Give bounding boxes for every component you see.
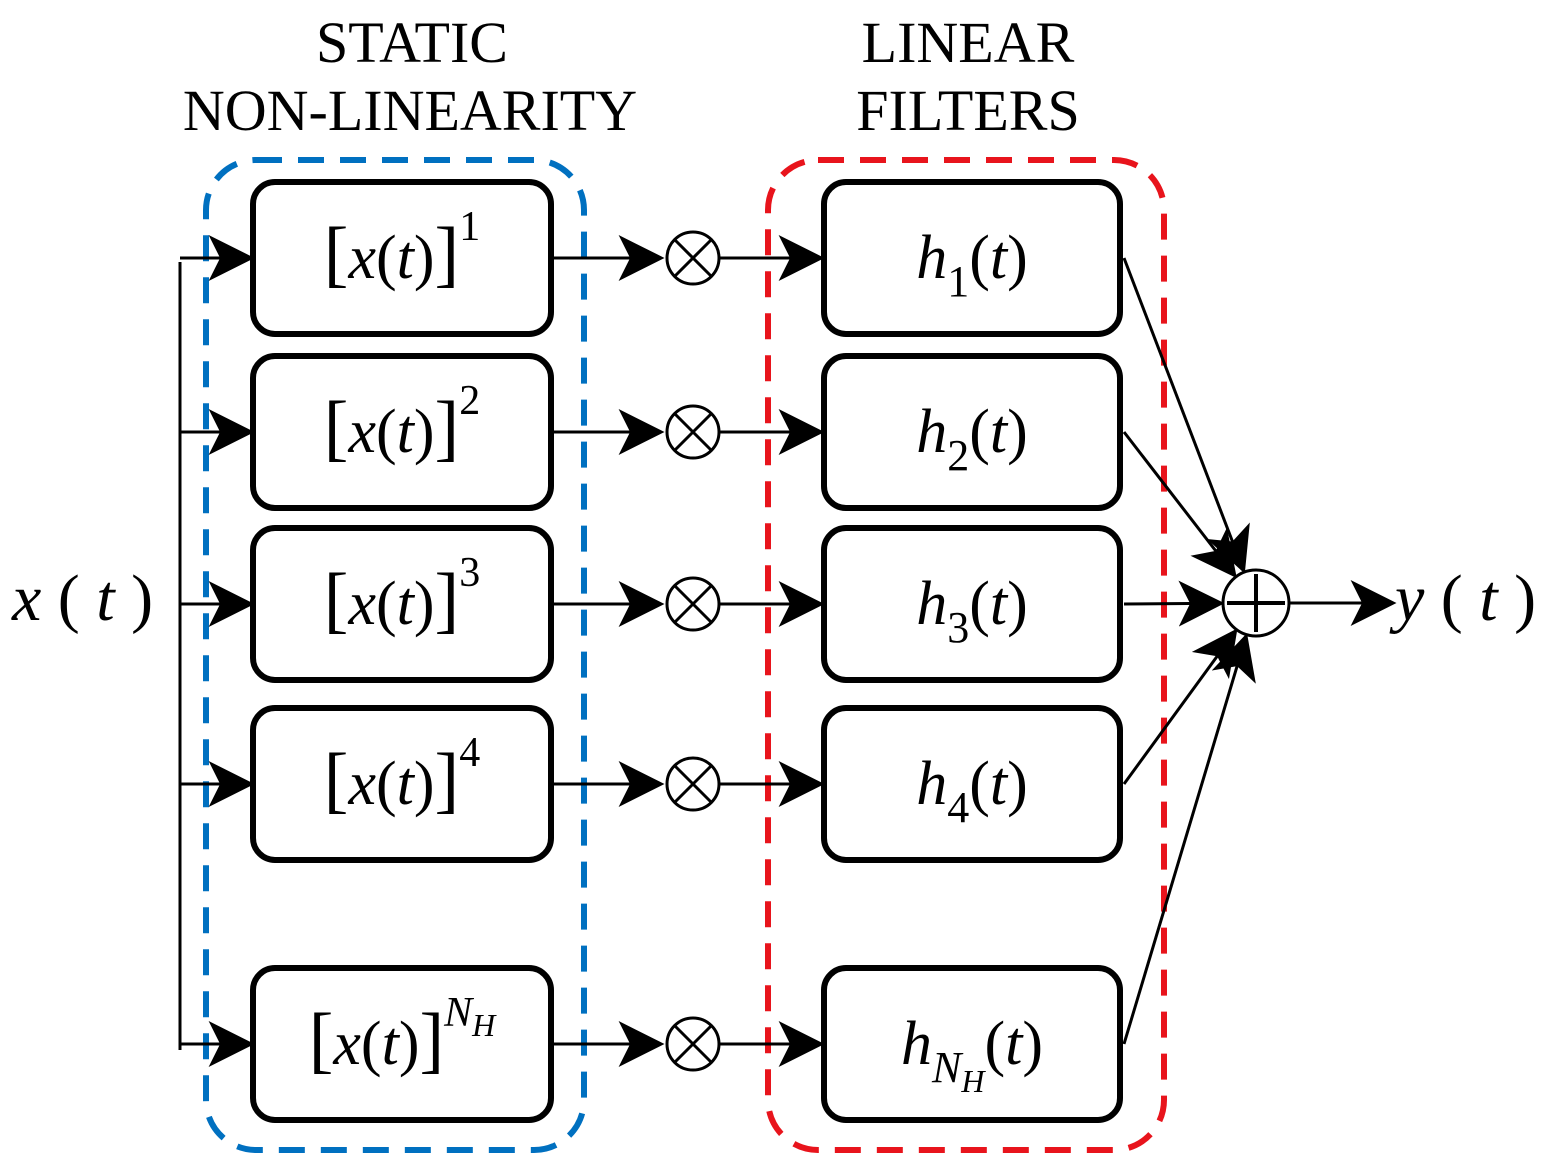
linear-filters-header: LINEAR FILTERS (856, 10, 1079, 143)
static-nonlinearity-header: STATIC NON-LINEARITY (183, 10, 637, 143)
header-linear-line2: FILTERS (856, 78, 1079, 143)
power-block-label: [x(t)]NH (309, 990, 497, 1081)
filter-block (821, 705, 1123, 863)
to-summation-arrow (1122, 628, 1238, 785)
branch-row-5: [x(t)]NH hNH(t) (180, 633, 1256, 1123)
power-block-label: [x(t)]1 (324, 204, 480, 295)
filter-block-label: h2(t) (916, 398, 1028, 480)
summation-node (1221, 568, 1291, 638)
header-static-line1: STATIC (316, 10, 508, 75)
branch-row-1: [x(t)]1 h1(t) (180, 179, 1250, 574)
header-linear-line1: LINEAR (862, 10, 1075, 75)
branch-row-2: [x(t)]2 h2(t) (180, 353, 1237, 579)
to-summation-arrow (1122, 431, 1237, 579)
linear-filters-group (765, 157, 1167, 1153)
filter-block (821, 965, 1123, 1123)
filter-block (821, 525, 1123, 683)
static-nonlinearity-group (203, 157, 587, 1153)
filter-block (821, 353, 1123, 511)
multiplier-node (665, 404, 721, 460)
input-signal-label: x ( t ) (11, 562, 153, 635)
filter-block (821, 179, 1123, 337)
header-static-line2: NON-LINEARITY (183, 78, 637, 143)
multiplier-node (665, 230, 721, 286)
output-signal-label: y ( t ) (1389, 562, 1536, 635)
to-summation-arrow (1122, 257, 1250, 574)
multiplier-node (665, 756, 721, 812)
branch-row-4: [x(t)]4 h4(t) (180, 628, 1238, 863)
power-block-label: [x(t)]4 (324, 730, 480, 821)
filter-block-label: h3(t) (916, 570, 1028, 652)
power-block-label: [x(t)]3 (324, 550, 480, 641)
filter-block-label: h1(t) (916, 224, 1028, 306)
filter-block-label: h4(t) (916, 750, 1028, 832)
to-summation-arrow (1122, 633, 1256, 1045)
multiplier-node (665, 1016, 721, 1072)
multiplier-node (665, 576, 721, 632)
to-summation-arrow (1123, 580, 1225, 627)
power-block-label: [x(t)]2 (324, 378, 480, 469)
filter-block-label: hNH(t) (901, 1010, 1043, 1099)
branch-row-3: [x(t)]3 h3(t) (180, 525, 1225, 683)
